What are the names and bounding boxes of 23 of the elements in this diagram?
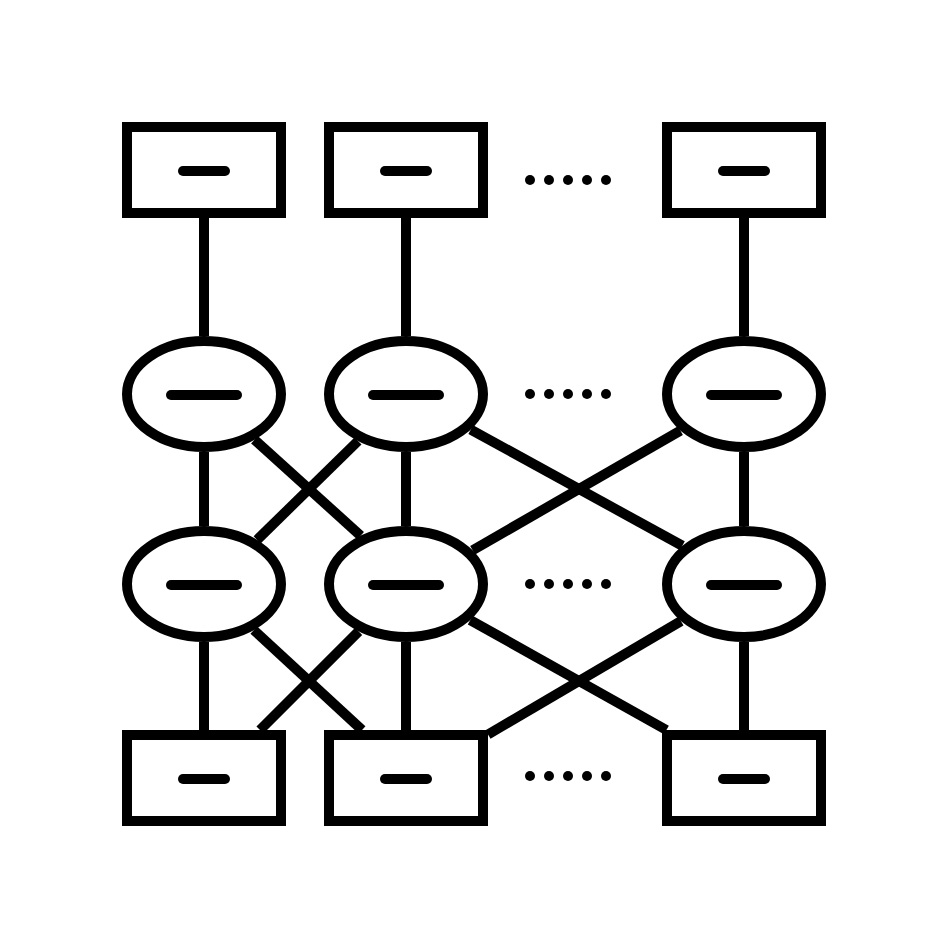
connector-line: [485, 616, 684, 739]
ellipse-node: [662, 526, 826, 642]
connector-line: [401, 642, 411, 730]
connector-line: [199, 218, 209, 336]
connector-line: [739, 452, 749, 526]
connector-line: [467, 615, 669, 735]
connector-line: [739, 218, 749, 336]
connector-line: [401, 218, 411, 336]
rectangle-node: [324, 122, 488, 218]
connector-line: [199, 642, 209, 730]
connector-line: [401, 452, 411, 526]
rectangle-node: [324, 730, 488, 826]
ellipse-node: [324, 336, 488, 452]
ellipse-node: [122, 336, 286, 452]
ellipse-node: [662, 336, 826, 452]
rectangle-node: [122, 730, 286, 826]
connector-line: [199, 452, 209, 526]
connector-line: [739, 642, 749, 730]
rectangle-node: [662, 122, 826, 218]
rectangle-node: [662, 730, 826, 826]
ellipse-node: [324, 526, 488, 642]
rectangle-node: [122, 122, 286, 218]
ellipse-node: [122, 526, 286, 642]
